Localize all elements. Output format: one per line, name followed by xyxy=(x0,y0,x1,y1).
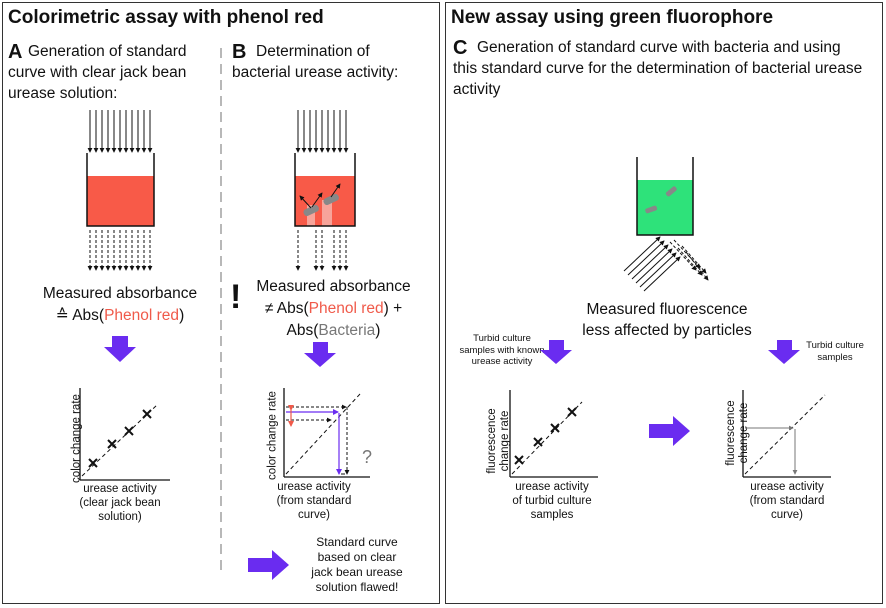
right-title: New assay using green fluorophore xyxy=(451,7,774,28)
bacterium-c-1 xyxy=(645,205,658,214)
panel-a-letter: A xyxy=(8,41,23,63)
panel-c-letter: C xyxy=(453,37,468,59)
panel-b-text: Determination of bacterial urease activi… xyxy=(232,43,399,81)
panel-a-measured: Measured absorbance xyxy=(42,285,198,302)
chart-c1-xlabel: urease activity of turbid culture sample… xyxy=(512,481,592,521)
cuvette-c-emission-light xyxy=(669,239,709,281)
abs-prefix: ≙ Abs( xyxy=(55,307,105,324)
cuvette-b-shadow-2 xyxy=(322,200,332,226)
cuvette-b-outgoing-light xyxy=(295,230,349,271)
panel-b-ne-line: ≠ Abs(Phenol red) + xyxy=(246,298,421,319)
exclamation-mark: ! xyxy=(230,278,242,316)
cuvette-a-walls xyxy=(86,153,155,227)
question-mark: ? xyxy=(362,447,373,467)
right-panel xyxy=(445,2,883,604)
cuvette-c-excitation-light xyxy=(623,236,681,292)
cuvette-a-outgoing-light xyxy=(87,230,153,271)
panel-c-text: Generation of standard curve with bacter… xyxy=(453,39,863,98)
chart-c1 xyxy=(509,390,598,478)
abs2: Abs( xyxy=(286,322,319,339)
chart-a-xlabel: urease activity (clear jack bean solutio… xyxy=(79,483,161,523)
left-panel xyxy=(2,2,440,604)
bacterium-b-2 xyxy=(323,193,339,206)
chart-b xyxy=(283,388,370,478)
bacterium-b-1 xyxy=(303,204,319,217)
flawed-note: Standard curve based on clear jack bean … xyxy=(311,535,403,594)
bacterium-c-2 xyxy=(665,186,677,197)
cuvette-c-walls xyxy=(636,157,694,236)
cuvette-b-walls xyxy=(294,153,356,227)
close-b: ) xyxy=(375,322,381,339)
left-title: Colorimetric assay with phenol red xyxy=(8,7,324,28)
panel-b-bacteria-line: Abs(Bacteria) xyxy=(246,320,421,341)
cuvette-c-liquid xyxy=(637,180,693,235)
cuvette-b-incoming-light xyxy=(295,110,349,153)
panel-c-measured: Measured fluorescence less affected by p… xyxy=(582,301,752,339)
panel-a-abs: ≙ Abs(Phenol red) xyxy=(20,305,220,326)
panel-b-letter: B xyxy=(232,41,247,63)
samples-label: Turbid culture samples xyxy=(806,340,864,363)
panel-a-text: Generation of standard curve with clear … xyxy=(8,43,187,102)
cuvette-a-liquid xyxy=(87,176,154,226)
panel-b-measured: Measured absorbance xyxy=(256,278,411,295)
abs-close: ) xyxy=(179,307,185,324)
ne-prefix: ≠ Abs( xyxy=(264,300,309,317)
plus: ) + xyxy=(383,300,403,317)
chart-c2-xlabel: urease activity (from standard curve) xyxy=(749,481,825,521)
phenol-red-label-b: Phenol red xyxy=(308,300,384,317)
purple-arrows xyxy=(104,336,800,580)
known-samples-label: Turbid culture samples with known urease… xyxy=(459,333,545,367)
bacteria-label: Bacteria xyxy=(318,322,376,339)
chart-c2 xyxy=(742,390,831,478)
cuvette-b-shadow-1 xyxy=(307,205,315,226)
cuvette-a-incoming-light xyxy=(87,110,153,153)
scatter-arrows xyxy=(299,183,341,209)
chart-b-xlabel: urease activity (from standard curve) xyxy=(276,481,352,521)
chart-a xyxy=(79,388,170,481)
phenol-red-label: Phenol red xyxy=(104,307,180,324)
